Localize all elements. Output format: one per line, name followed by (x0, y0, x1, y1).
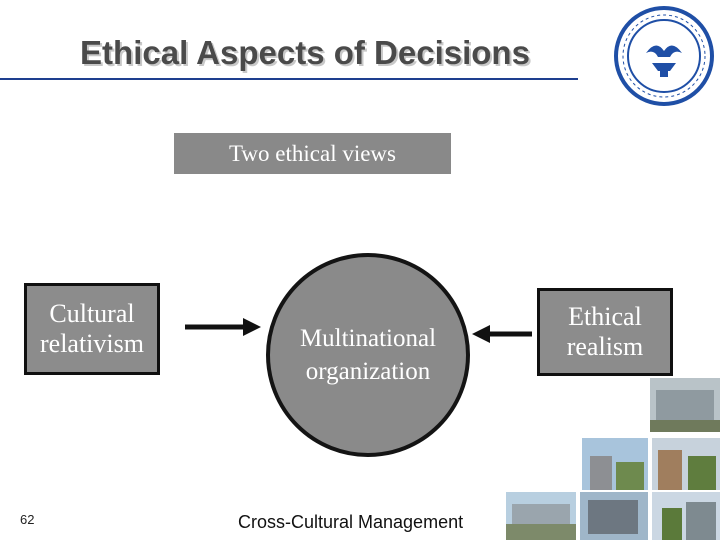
footer-text: Cross-Cultural Management (238, 512, 464, 532)
slide-number: 62 (20, 512, 35, 527)
two-ethical-views-box: Two ethical views (174, 133, 451, 174)
title-underline (0, 78, 578, 80)
arrow-left-icon (472, 325, 532, 343)
ethical-realism-box: Ethical realism (537, 288, 673, 376)
university-seal-icon (614, 6, 714, 106)
cultural-relativism-box: Cultural relativism (24, 283, 160, 375)
slide-title: Ethical Aspects of Decisions (80, 34, 530, 71)
multinational-organization-circle: Multinational organization (266, 253, 470, 457)
campus-photo-collage (506, 378, 720, 540)
arrow-right-icon (185, 318, 261, 336)
